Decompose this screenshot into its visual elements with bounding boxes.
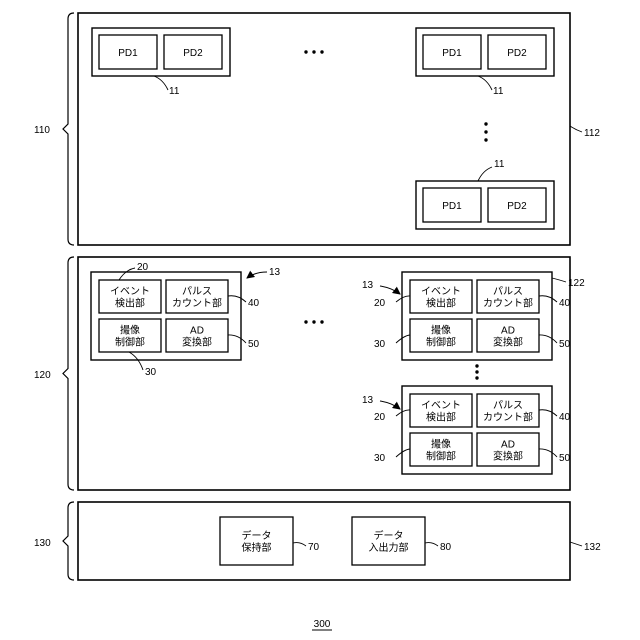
pixel-ref: 11 (493, 86, 504, 97)
pulse-counter-ref: 40 (248, 298, 260, 309)
data-holder-leader (293, 543, 306, 546)
pd1-label: PD1 (118, 48, 138, 59)
pd2-label: PD2 (183, 48, 203, 59)
pixel-unit: PD1 PD2 11 (416, 159, 554, 229)
pd1-label: PD1 (442, 201, 462, 212)
imaging-controller-ref: 30 (374, 339, 386, 350)
event-detector-leader (396, 410, 410, 416)
ellipsis-dots (304, 50, 307, 53)
unit-arrow (380, 286, 400, 294)
ad-converter-ref: 50 (248, 339, 260, 350)
ellipsis-dots (312, 320, 315, 323)
ad-converter-leader (539, 449, 557, 457)
data-array-ref: 132 (584, 542, 601, 553)
pixel-ref-leader (478, 76, 492, 90)
pixel-ref-leader (154, 76, 168, 90)
data-array-leader (570, 542, 582, 546)
imaging-controller-leader (129, 352, 143, 370)
pulse-counter-ref: 40 (559, 412, 571, 423)
circuit-array-leader (552, 278, 566, 282)
data-io-label: データ入出力部 (369, 529, 409, 554)
ellipsis-dots (304, 320, 307, 323)
processing-unit: イベント検出部パルスカウント部撮像制御部AD変換部40502030 (91, 262, 260, 378)
pixel-ref-leader (478, 167, 492, 181)
pulse-counter-leader (539, 296, 557, 302)
pixel-ref: 11 (169, 86, 180, 97)
pulse-counter-ref: 40 (559, 298, 571, 309)
ellipsis-dots (484, 138, 487, 141)
data-holder-label: データ保持部 (242, 529, 272, 554)
ad-converter-ref: 50 (559, 339, 571, 350)
imaging-controller-leader (396, 449, 410, 457)
pixel-unit: PD1 PD2 11 (416, 28, 554, 97)
data-array-frame (78, 502, 570, 580)
unit-arrow (380, 401, 400, 409)
unit-ref: 13 (362, 280, 374, 291)
pixel-section-brace (63, 13, 74, 245)
pixel-array-ref: 112 (584, 128, 600, 139)
event-detector-leader (119, 268, 135, 280)
event-detector-ref: 20 (137, 262, 149, 273)
data-io-ref: 80 (440, 542, 452, 553)
data-section: 130 132 データ保持部 70 データ入出力部 80 (34, 502, 601, 580)
circuit-section-ref: 120 (34, 370, 51, 381)
unit-ref: 13 (362, 395, 374, 406)
circuit-array-ref: 122 (568, 278, 585, 289)
figure-number: 300 (314, 619, 331, 630)
ad-converter-leader (539, 335, 557, 343)
pd1-label: PD1 (442, 48, 462, 59)
data-section-ref: 130 (34, 538, 51, 549)
circuit-section: 120122イベント検出部パルスカウント部撮像制御部AD変換部405020301… (34, 257, 585, 490)
ellipsis-dots (312, 50, 315, 53)
pd2-label: PD2 (507, 201, 527, 212)
data-holder-ref: 70 (308, 542, 320, 553)
ellipsis-dots (475, 364, 478, 367)
pixel-section-ref: 110 (34, 125, 50, 136)
ellipsis-dots (475, 376, 478, 379)
circuit-section-brace (63, 257, 74, 490)
ad-converter-ref: 50 (559, 453, 571, 464)
ellipsis-dots (475, 370, 478, 373)
imaging-controller-leader (396, 335, 410, 343)
event-detector-leader (396, 296, 410, 302)
ellipsis-dots (320, 320, 323, 323)
pixel-ref: 11 (494, 159, 505, 170)
ellipsis-dots (484, 122, 487, 125)
imaging-controller-ref: 30 (374, 453, 386, 464)
pixel-unit: PD1 PD2 11 (92, 28, 230, 97)
unit-arrow (247, 272, 267, 278)
pulse-counter-leader (539, 410, 557, 416)
data-io-leader (425, 543, 438, 546)
ellipsis-dots (484, 130, 487, 133)
pulse-counter-leader (228, 296, 246, 302)
ellipsis-dots (320, 50, 323, 53)
imaging-controller-ref: 30 (145, 367, 157, 378)
event-detector-ref: 20 (374, 298, 386, 309)
pd2-label: PD2 (507, 48, 527, 59)
ad-converter-leader (228, 335, 246, 343)
data-section-brace (63, 502, 74, 580)
event-detector-ref: 20 (374, 412, 386, 423)
processing-unit: イベント検出部パルスカウント部撮像制御部AD変換部40502030 (374, 272, 571, 360)
unit-ref: 13 (269, 267, 281, 278)
processing-unit: イベント検出部パルスカウント部撮像制御部AD変換部40502030 (374, 386, 571, 474)
pixel-section: 110112PD1PD211PD1PD211PD1PD211 (34, 13, 600, 245)
pixel-array-leader (570, 126, 582, 132)
